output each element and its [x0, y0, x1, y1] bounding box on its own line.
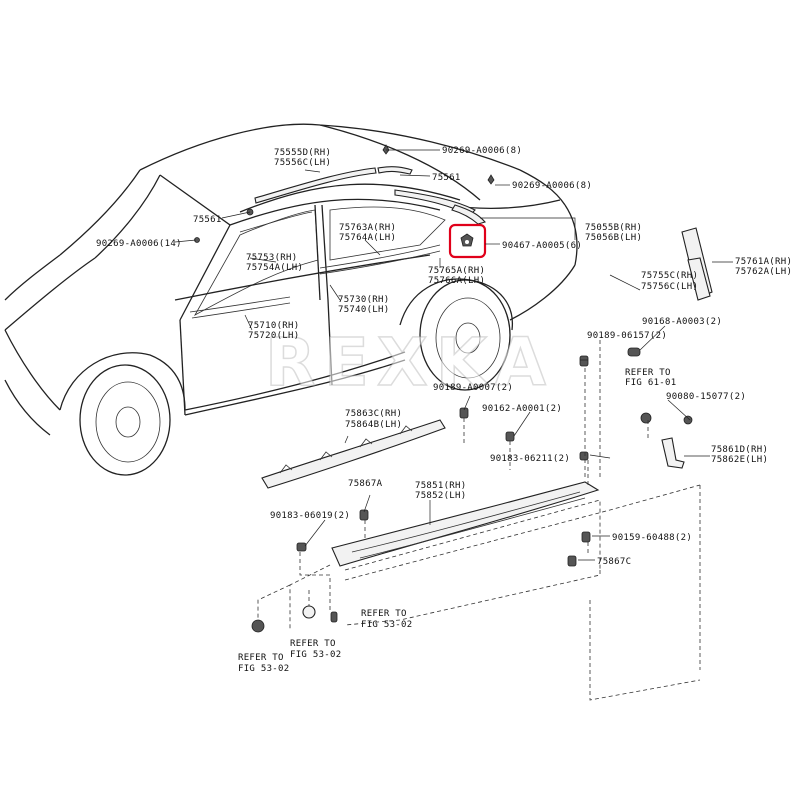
label-75730: 75730(RH): [338, 295, 389, 305]
label-refer-to-fig-53-02-a: REFER TO: [361, 609, 407, 619]
label-75056b: 75056B(LH): [585, 233, 642, 243]
label-75755c: 75755C(RH): [641, 271, 698, 281]
label-75862e: 75862E(LH): [711, 455, 768, 465]
label-75863c: 75863C(RH): [345, 409, 402, 419]
label-75764a: 75764A(LH): [339, 233, 396, 243]
highlighted-clip-90467: [448, 223, 487, 259]
label-90269-left: 90269-A0006(14): [96, 239, 182, 249]
label-75561-left: 75561: [193, 215, 222, 225]
label-75055b: 75055B(RH): [585, 223, 642, 233]
label-fig-53-02-b: FIG 53-02: [290, 650, 341, 660]
label-75763a: 75763A(RH): [339, 223, 396, 233]
label-90467: 90467-A0005(6): [502, 241, 582, 251]
label-75756c: 75756C(LH): [641, 282, 698, 292]
label-75851: 75851(RH): [415, 481, 466, 491]
label-75766a: 75766A(LH): [428, 276, 485, 286]
leader-lines: [174, 149, 733, 561]
label-75762a: 75762A(LH): [735, 267, 792, 277]
label-fig-61-01: FIG 61-01: [625, 378, 676, 388]
label-90189-06157: 90189-06157(2): [587, 331, 667, 341]
watermark: REXKA: [265, 324, 554, 401]
label-75720: 75720(LH): [248, 331, 299, 341]
label-90183-06019: 90183-06019(2): [270, 511, 350, 521]
rocker-panel-parts: [261, 419, 685, 567]
label-fig-53-02-c: FIG 53-02: [238, 664, 289, 674]
label-90183-06211: 90183-06211(2): [490, 454, 570, 464]
label-90269-right: 90269-A0006(8): [512, 181, 592, 191]
label-refer-to-fig-53-02-c: REFER TO: [238, 653, 284, 663]
label-75852: 75852(LH): [415, 491, 466, 501]
label-75556c: 75556C(LH): [274, 158, 331, 168]
label-75710: 75710(RH): [248, 321, 299, 331]
label-90159: 90159-60488(2): [612, 533, 692, 543]
car-body-outline: [4, 123, 578, 476]
label-75761a: 75761A(RH): [735, 257, 792, 267]
label-75740: 75740(LH): [338, 305, 389, 315]
label-90162: 90162-A0001(2): [482, 404, 562, 414]
label-75765a: 75765A(RH): [428, 266, 485, 276]
label-75864b: 75864B(LH): [345, 420, 402, 430]
label-75754a: 75754A(LH): [246, 263, 303, 273]
label-fig-53-02-a: FIG 53-02: [361, 620, 412, 630]
pillar-garnish-parts: [681, 227, 713, 301]
label-75753: 75753(RH): [246, 253, 297, 263]
part-labels: 75555D(RH) 75556C(LH) 90269-A0006(8) 755…: [96, 146, 792, 674]
label-75861d: 75861D(RH): [711, 445, 768, 455]
label-75555d: 75555D(RH): [274, 148, 331, 158]
label-90168: 90168-A0003(2): [642, 317, 722, 327]
label-75561-top: 75561: [432, 173, 461, 183]
label-90269-top: 90269-A0006(8): [442, 146, 522, 156]
dashed-guide-lines: [257, 340, 701, 701]
label-refer-to-fig-53-02-b: REFER TO: [290, 639, 336, 649]
label-75867c: 75867C: [597, 557, 631, 567]
label-75867a: 75867A: [348, 479, 383, 489]
label-90080: 90080-15077(2): [666, 392, 746, 402]
label-90189-a0007: 90189-A0007(2): [433, 383, 513, 393]
label-refer-to-fig-61-01: REFER TO: [625, 368, 671, 378]
